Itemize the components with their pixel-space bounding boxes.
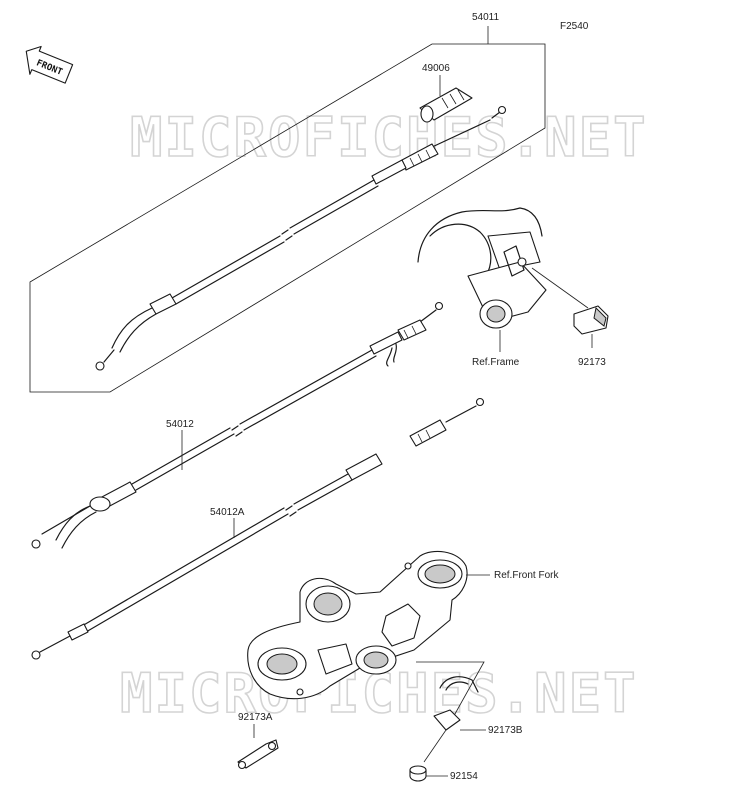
clip-92173a <box>237 739 279 770</box>
throttle-cable-54011 <box>95 105 507 371</box>
front-arrow-icon: FRONT <box>25 45 74 84</box>
callout-54011[interactable]: 54011 <box>472 12 500 23</box>
callout-49006[interactable]: 49006 <box>422 63 450 74</box>
frame-bracket <box>417 207 547 329</box>
callout-92173a[interactable]: 92173A <box>238 712 273 723</box>
cable-boot-49006 <box>419 87 473 123</box>
figure-code: F2540 <box>560 21 589 32</box>
callout-92173[interactable]: 92173 <box>578 357 606 368</box>
clamp-92173 <box>573 305 609 335</box>
ref-front-fork-label: Ref.Front Fork <box>494 570 559 581</box>
front-fork-triple-clamp <box>247 550 468 700</box>
clip-92173b <box>433 676 479 731</box>
throttle-cable-54012 <box>31 301 444 549</box>
watermark-top: MICROFICHES.NET <box>130 106 648 169</box>
throttle-cable-54012a <box>31 397 485 660</box>
callout-54012[interactable]: 54012 <box>166 419 194 430</box>
callout-92173b[interactable]: 92173B <box>488 725 523 736</box>
ref-frame-label: Ref.Frame <box>472 357 520 368</box>
callout-54012a[interactable]: 54012A <box>210 507 245 518</box>
assembly-bracket-54011 <box>29 43 546 393</box>
callout-92154[interactable]: 92154 <box>450 771 478 782</box>
bolt-92154 <box>409 765 427 782</box>
